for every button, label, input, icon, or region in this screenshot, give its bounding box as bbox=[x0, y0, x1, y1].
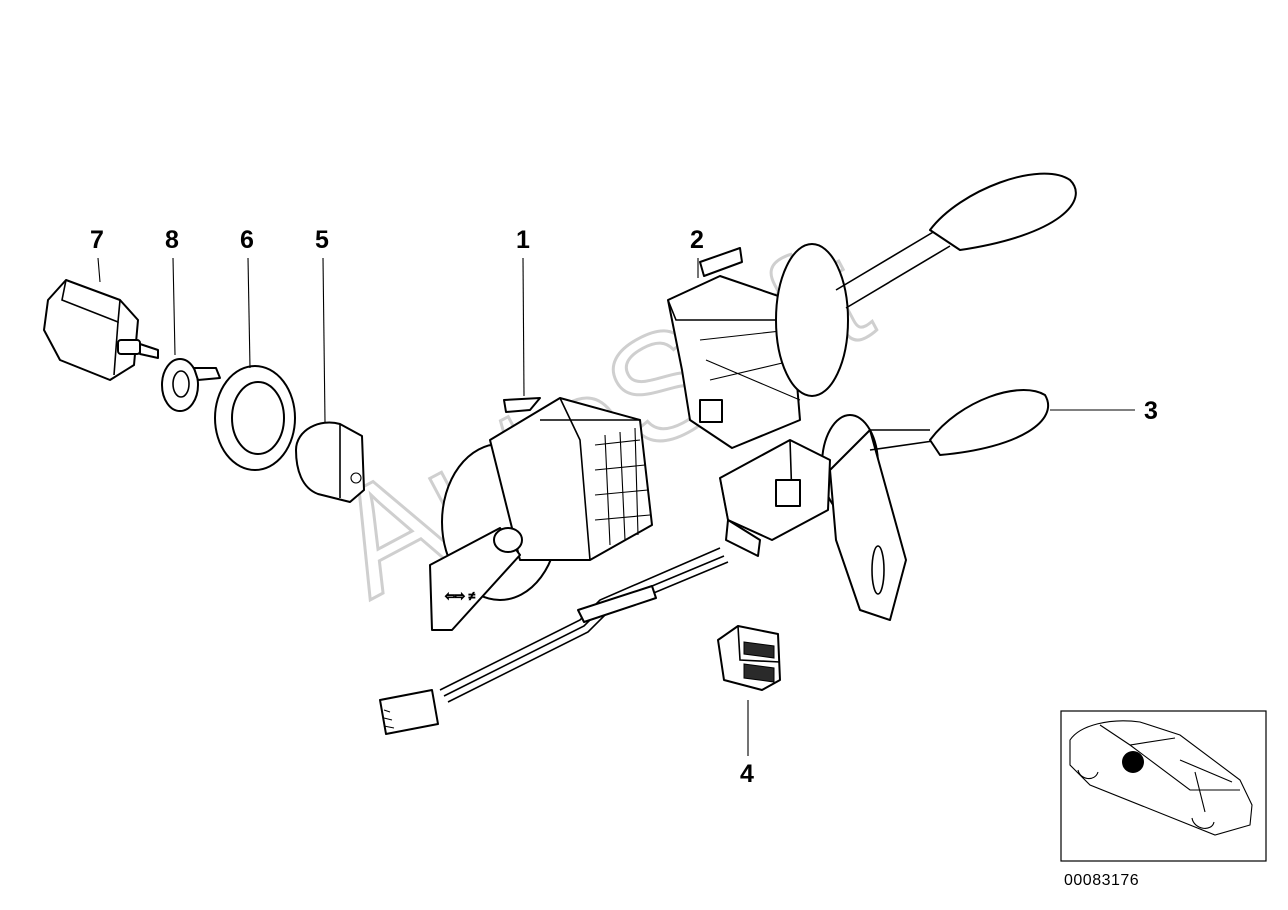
callout-2: 2 bbox=[690, 226, 704, 254]
callout-1: 1 bbox=[516, 226, 530, 254]
catalog-number: 00083176 bbox=[1064, 872, 1139, 889]
callout-3: 3 bbox=[1144, 397, 1158, 425]
location-dot bbox=[1122, 751, 1144, 773]
callout-5: 5 bbox=[315, 226, 329, 254]
callout-7: 7 bbox=[90, 226, 104, 254]
part-3-stalk-switch bbox=[719, 172, 1077, 621]
part-6-bezel-ring bbox=[214, 365, 296, 471]
callout-8: 8 bbox=[165, 226, 179, 254]
callout-4: 4 bbox=[740, 760, 754, 788]
callout-6: 6 bbox=[240, 226, 254, 254]
part-1-switch-assembly: ⇦⇨ ≠ bbox=[379, 397, 729, 735]
part-5-knob bbox=[295, 421, 365, 503]
part-4-small-switch bbox=[717, 625, 781, 691]
part-8-cam-ring bbox=[161, 358, 221, 412]
lever-symbol: ⇦⇨ ≠ bbox=[445, 589, 475, 603]
part-7-lock-cylinder bbox=[43, 279, 159, 381]
part-2-switch-block bbox=[667, 247, 809, 449]
leader-lines bbox=[97, 257, 1135, 756]
vehicle-locator-inset bbox=[1060, 710, 1267, 862]
